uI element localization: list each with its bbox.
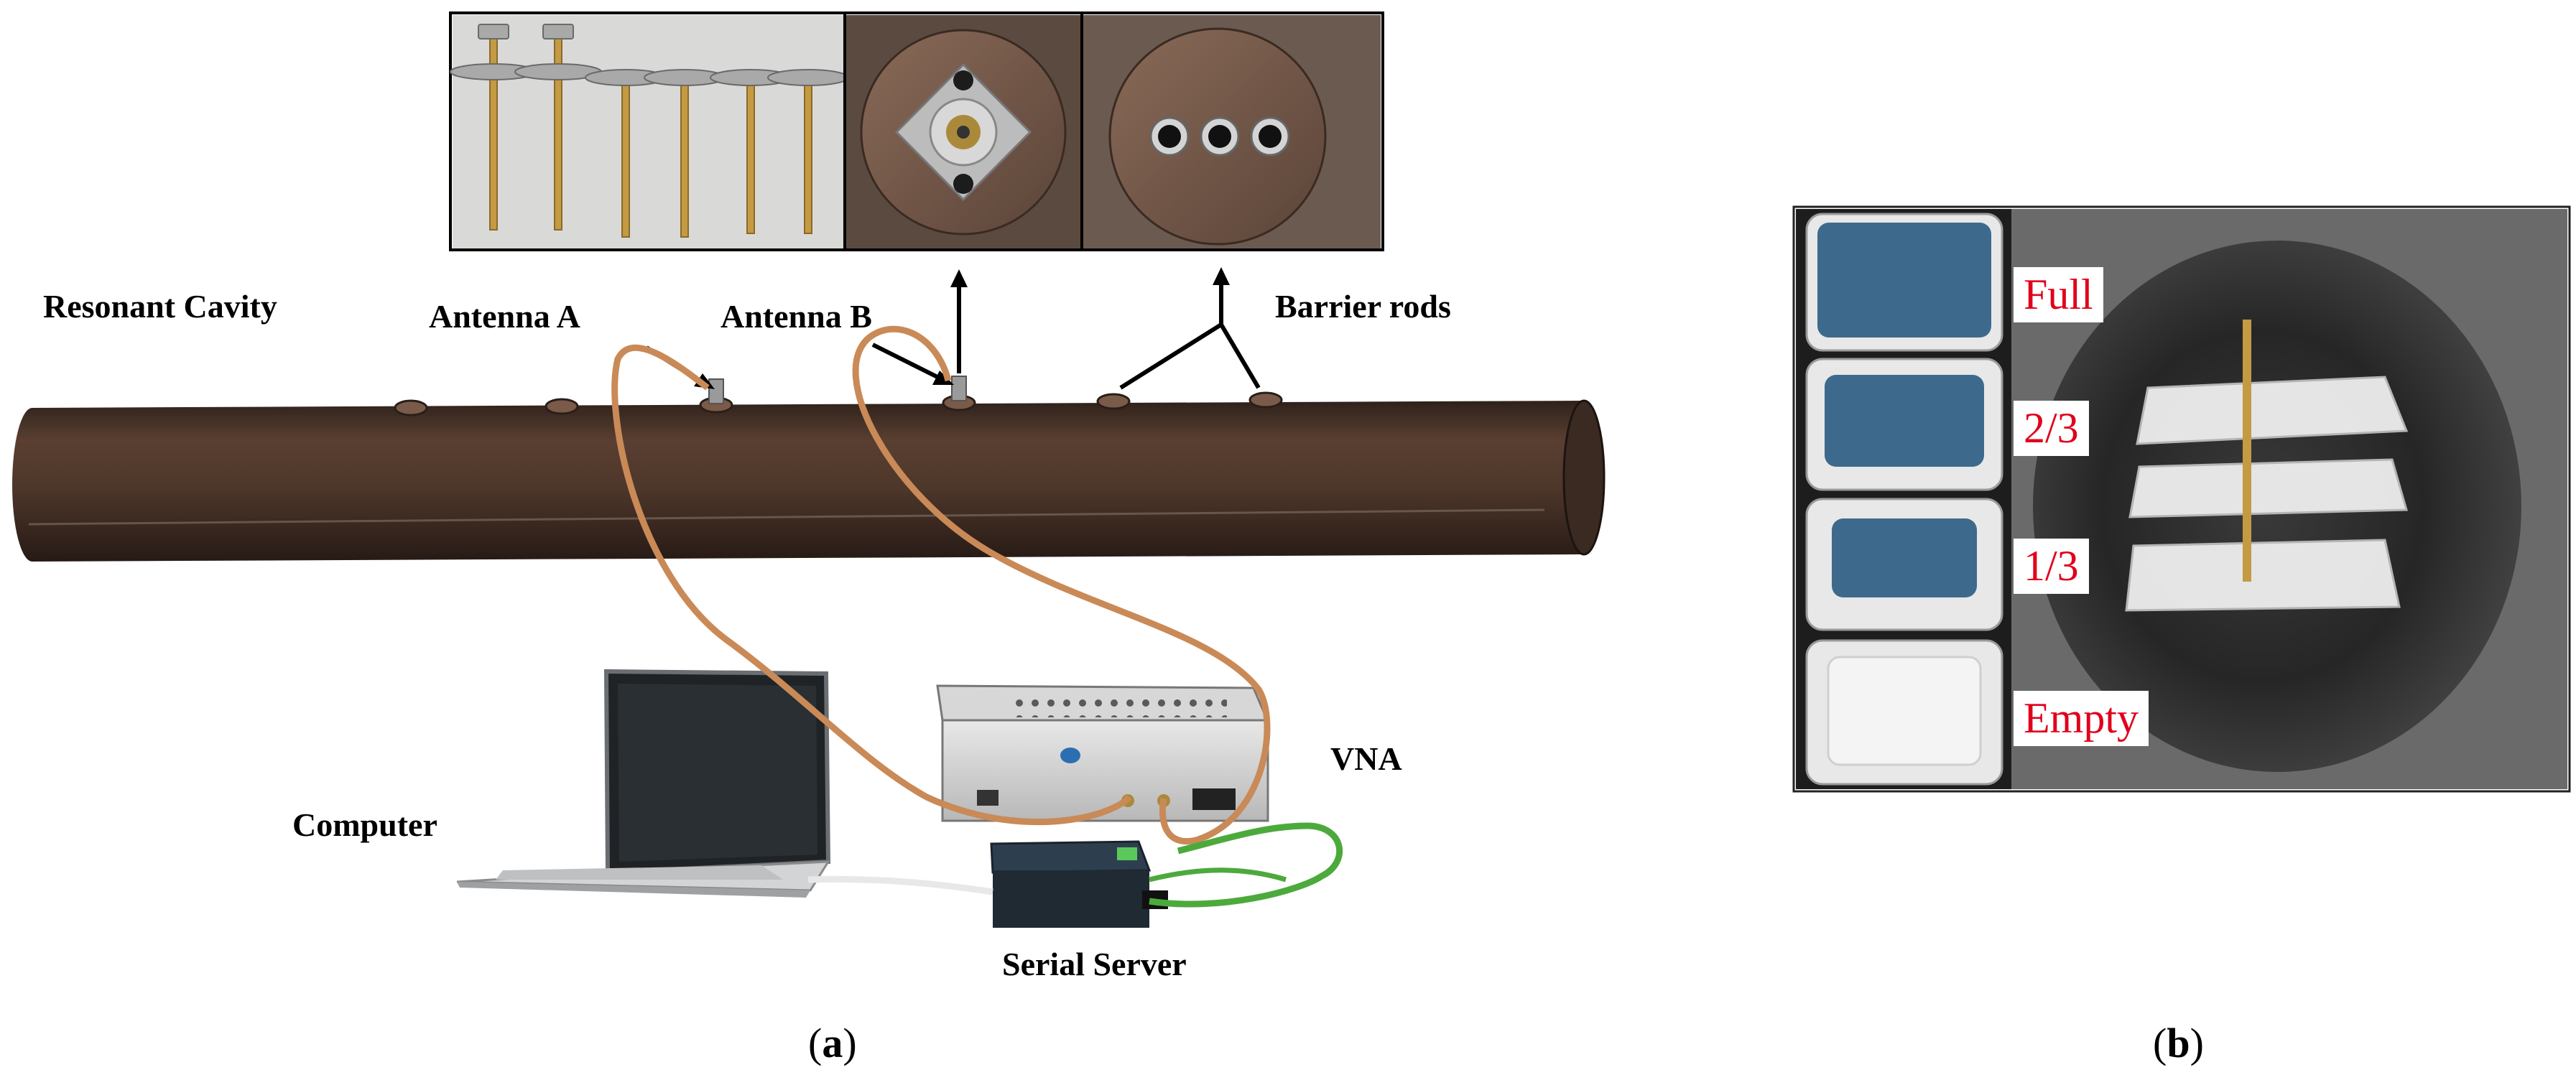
caption-b-letter: b <box>2167 1020 2190 1066</box>
caption-a: (a) <box>808 1023 857 1064</box>
caption-b: (b) <box>2153 1023 2204 1064</box>
caption-a-close: ) <box>843 1020 857 1066</box>
resonant-cavity-pipe <box>12 376 1606 562</box>
fill-level-full: Full <box>2014 267 2103 322</box>
label-vna: VNA <box>1330 740 1402 777</box>
label-antenna-b: Antenna B <box>721 298 872 335</box>
container-two-thirds <box>1805 358 2003 491</box>
label-computer: Computer <box>292 806 437 843</box>
vna-device <box>936 684 1270 822</box>
caption-a-open: ( <box>808 1020 823 1066</box>
barrier-rod-plate-photo <box>1083 15 1381 248</box>
label-resonant-cavity: Resonant Cavity <box>43 288 277 325</box>
containers-photo <box>1792 205 2571 793</box>
container-empty <box>1805 639 2003 786</box>
label-antenna-a: Antenna A <box>429 298 580 335</box>
serial-server-device <box>990 840 1168 928</box>
antenna-rods-photo <box>450 15 849 248</box>
label-barrier-rods: Barrier rods <box>1275 288 1451 325</box>
caption-b-open: ( <box>2153 1020 2167 1066</box>
caption-a-letter: a <box>822 1020 843 1066</box>
cables <box>611 325 1343 908</box>
fill-level-two-thirds: 2/3 <box>2014 401 2089 456</box>
antenna-a-cable <box>611 344 1132 826</box>
fill-level-empty: Empty <box>2014 691 2149 746</box>
container-full <box>1805 213 2003 352</box>
photo-strip <box>449 11 1384 251</box>
antenna-connector-photo <box>846 15 1080 248</box>
antenna-b-cable <box>852 325 1271 845</box>
computer-laptop <box>456 669 831 898</box>
caption-b-close: ) <box>2190 1020 2204 1066</box>
fill-level-one-third: 1/3 <box>2014 539 2089 594</box>
pipe-interior-photo <box>2011 209 2567 789</box>
ethernet-cable-2 <box>1149 867 1287 883</box>
usb-cable <box>807 875 993 895</box>
container-one-third <box>1805 498 2003 631</box>
ethernet-cable <box>1149 822 1343 908</box>
label-serial-server: Serial Server <box>1002 946 1187 982</box>
